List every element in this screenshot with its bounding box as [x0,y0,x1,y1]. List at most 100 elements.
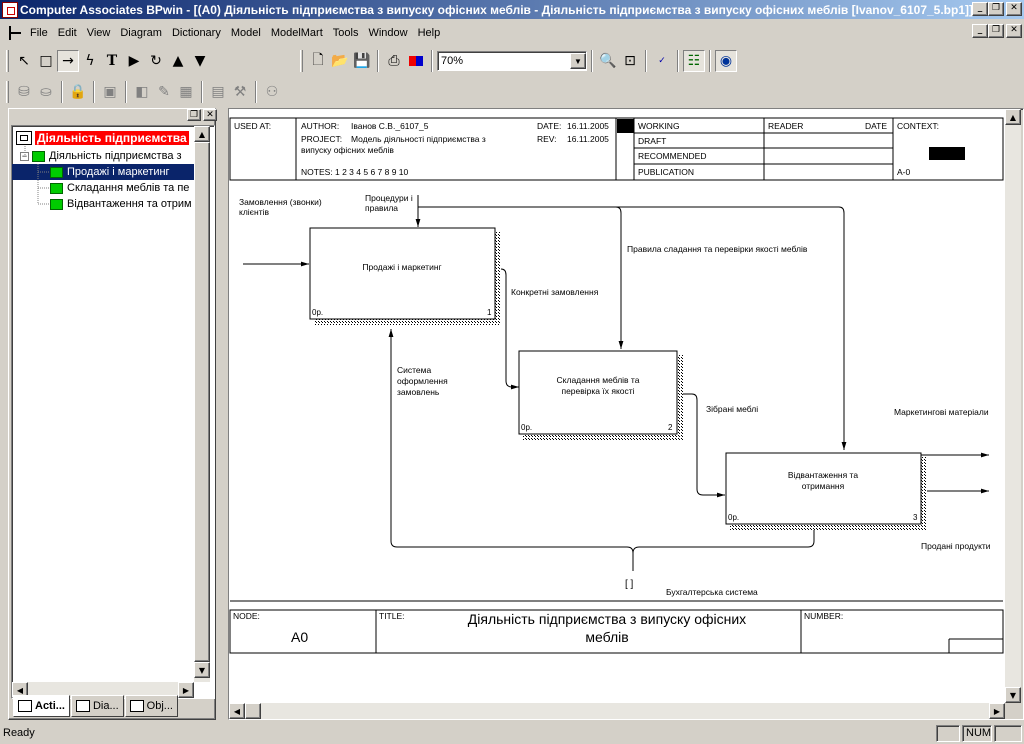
menu-modelmart[interactable]: ModelMart [270,27,323,39]
scroll-up-icon[interactable]: ▲ [1005,109,1021,125]
box-tool-icon[interactable]: □ [39,53,53,69]
scroll-down-icon[interactable]: ▼ [194,662,210,678]
tools2-icon[interactable]: ⚒ [233,84,247,100]
zoom-in-icon[interactable]: 🔍 [599,53,617,69]
box1-cost: 0р. [312,308,323,317]
arrow-tool-icon[interactable]: → [57,50,79,72]
reader-label: READER [768,121,803,131]
panel-close-button[interactable]: ✕ [203,109,217,121]
tunnel-marker: [ ] [625,579,634,590]
close-button[interactable]: ✕ [1006,2,1022,16]
scroll-down-icon[interactable]: ▼ [1005,687,1021,703]
down-tool-icon[interactable]: ▼ [194,53,206,69]
color-icon[interactable] [405,50,427,72]
tree-child-shipping[interactable]: Відвантаження та отрим [50,196,192,212]
box2-label-line1: Складання меблів та [557,375,640,385]
menu-window[interactable]: Window [368,27,408,39]
zoom-select[interactable]: 70% ▼ [437,51,587,71]
open-icon[interactable]: 📂 [331,53,349,69]
text-tool-icon[interactable]: T [106,53,118,69]
menu-tools[interactable]: Tools [332,27,359,39]
minimize-button[interactable]: _ [972,2,988,16]
cube2-icon[interactable]: ◧ [135,84,149,100]
box2-label-line2: перевірка їх якості [561,386,634,396]
menu-diagram[interactable]: Diagram [120,27,162,39]
tab-activities[interactable]: Acti... [13,695,70,717]
project-value-line2: випуску офісних меблів [301,145,394,155]
diagram-canvas[interactable]: USED AT: AUTHOR: Іванов С.В._6107_5 PROJ… [229,109,1005,703]
arrow-assembly-rules[interactable] [418,206,624,349]
cube-icon[interactable]: ▣ [103,84,117,100]
swap-tool-icon[interactable]: ↻ [150,53,162,69]
arrow-specific-orders[interactable] [495,268,519,390]
tree-root[interactable]: Діяльність підприємства [16,130,189,146]
mdi-restore-button[interactable]: ❐ [988,24,1004,38]
activity-box-2[interactable]: Складання меблів та перевірка їх якості … [518,350,683,440]
activity-tree[interactable]: Діяльність підприємства − Діяльність під… [11,125,215,699]
arrow-accounting-to-shipping[interactable] [632,521,817,554]
scroll-left-icon[interactable]: ◀ [229,703,245,719]
tree-node-label: Діяльність підприємства з [49,150,182,162]
save-icon[interactable]: 💾 [353,53,371,69]
tab-diagrams[interactable]: Dia... [70,695,124,717]
maximize-button[interactable]: ❐ [988,2,1004,16]
diagram-horizontal-scrollbar[interactable]: ◀ ▶ [229,703,1005,719]
mdi-minimize-button[interactable]: _ [972,24,988,38]
scroll-right-icon[interactable]: ▶ [178,682,194,698]
print-icon[interactable]: ⎙ [388,53,400,69]
hscroll-thumb[interactable] [245,703,261,719]
up-tool-icon[interactable]: ▲ [172,53,184,69]
arrow-order-system[interactable] [388,329,634,571]
tree-root-label: Діяльність підприємства [35,131,189,145]
document-icon[interactable] [7,25,23,41]
mart-connect-icon[interactable]: ⛁ [18,84,30,100]
model-explorer-icon[interactable]: ☷ [683,50,705,72]
title-label: TITLE: [379,611,405,621]
tree-child-label: Продажі і маркетинг [67,166,170,178]
tree-horizontal-scrollbar[interactable]: ◀ ▶ [12,682,194,698]
new-icon[interactable]: 🗋 [312,52,324,68]
scroll-up-icon[interactable]: ▲ [194,126,210,142]
tree-node-context[interactable]: − Діяльність підприємства з [20,148,182,164]
scroll-thumb[interactable] [194,142,210,662]
diagrams-icon [75,700,90,712]
diagram-vertical-scrollbar[interactable]: ▲ ▼ [1005,109,1021,703]
menu-view[interactable]: View [86,27,111,39]
arrow-assembled-furniture[interactable] [677,393,725,498]
report-icon[interactable]: ✎ [158,84,170,100]
tree-vertical-scrollbar[interactable]: ▲ ▼ [194,126,210,682]
grid-icon[interactable]: ▦ [179,84,193,100]
decompose-tool-icon[interactable]: ▶ [128,53,140,69]
used-at-label: USED AT: [234,121,271,131]
activity-box-3[interactable]: Відвантаження та отримання 0р. 3 [725,452,927,530]
arrow-procedures-to-shipping[interactable] [418,206,847,450]
people-icon[interactable]: ⚇ [265,84,279,100]
menu-edit[interactable]: Edit [57,27,77,39]
spellcheck-icon[interactable]: ✓ [658,56,666,66]
number-label: NUMBER: [804,611,843,621]
globe-icon[interactable]: ◉ [715,50,737,72]
bpwin-app-icon[interactable] [2,1,18,18]
project-value-line1: Модель діяльності підприємства з [351,134,486,144]
tree-child-sales[interactable]: Продажі і маркетинг [12,164,194,180]
status-panel-empty [936,724,960,742]
mart-disconnect-icon[interactable]: ⛀ [40,84,52,100]
squiggle-tool-icon[interactable]: ϟ [85,53,95,69]
zoom-fit-icon[interactable]: ⊡ [624,53,636,69]
chevron-down-icon[interactable]: ▼ [570,53,586,69]
tree-child-assembly[interactable]: Складання меблів та пе [50,180,189,196]
tab-objects[interactable]: Obj... [124,695,178,717]
menu-file[interactable]: File [30,27,48,39]
scroll-right-icon[interactable]: ▶ [989,703,1005,719]
panel-restore-button[interactable]: ❐ [187,109,201,121]
dictionary-icon[interactable]: ▤ [211,84,225,100]
date-label: DATE: [537,121,561,131]
mdi-close-button[interactable]: ✕ [1006,24,1022,38]
pointer-tool-icon[interactable]: ↖ [18,53,30,69]
menu-dictionary[interactable]: Dictionary [171,27,221,39]
menu-help[interactable]: Help [417,27,441,39]
activity-box-1[interactable]: Продажі і маркетинг 0р. 1 [309,227,501,325]
menu-model[interactable]: Model [230,27,261,39]
lock-icon[interactable]: 🔒 [69,84,87,100]
rev-label: REV: [537,134,557,144]
